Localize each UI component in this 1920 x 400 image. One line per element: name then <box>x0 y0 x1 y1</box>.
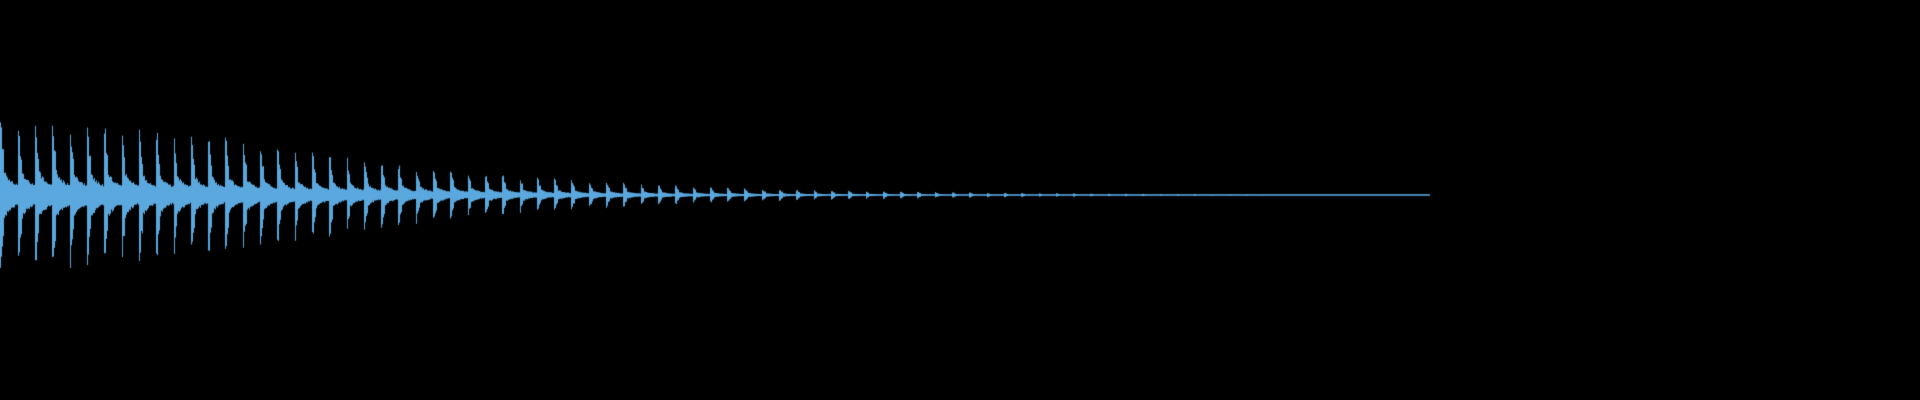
waveform-canvas[interactable] <box>0 0 1920 400</box>
audio-waveform-viewer[interactable] <box>0 0 1920 400</box>
